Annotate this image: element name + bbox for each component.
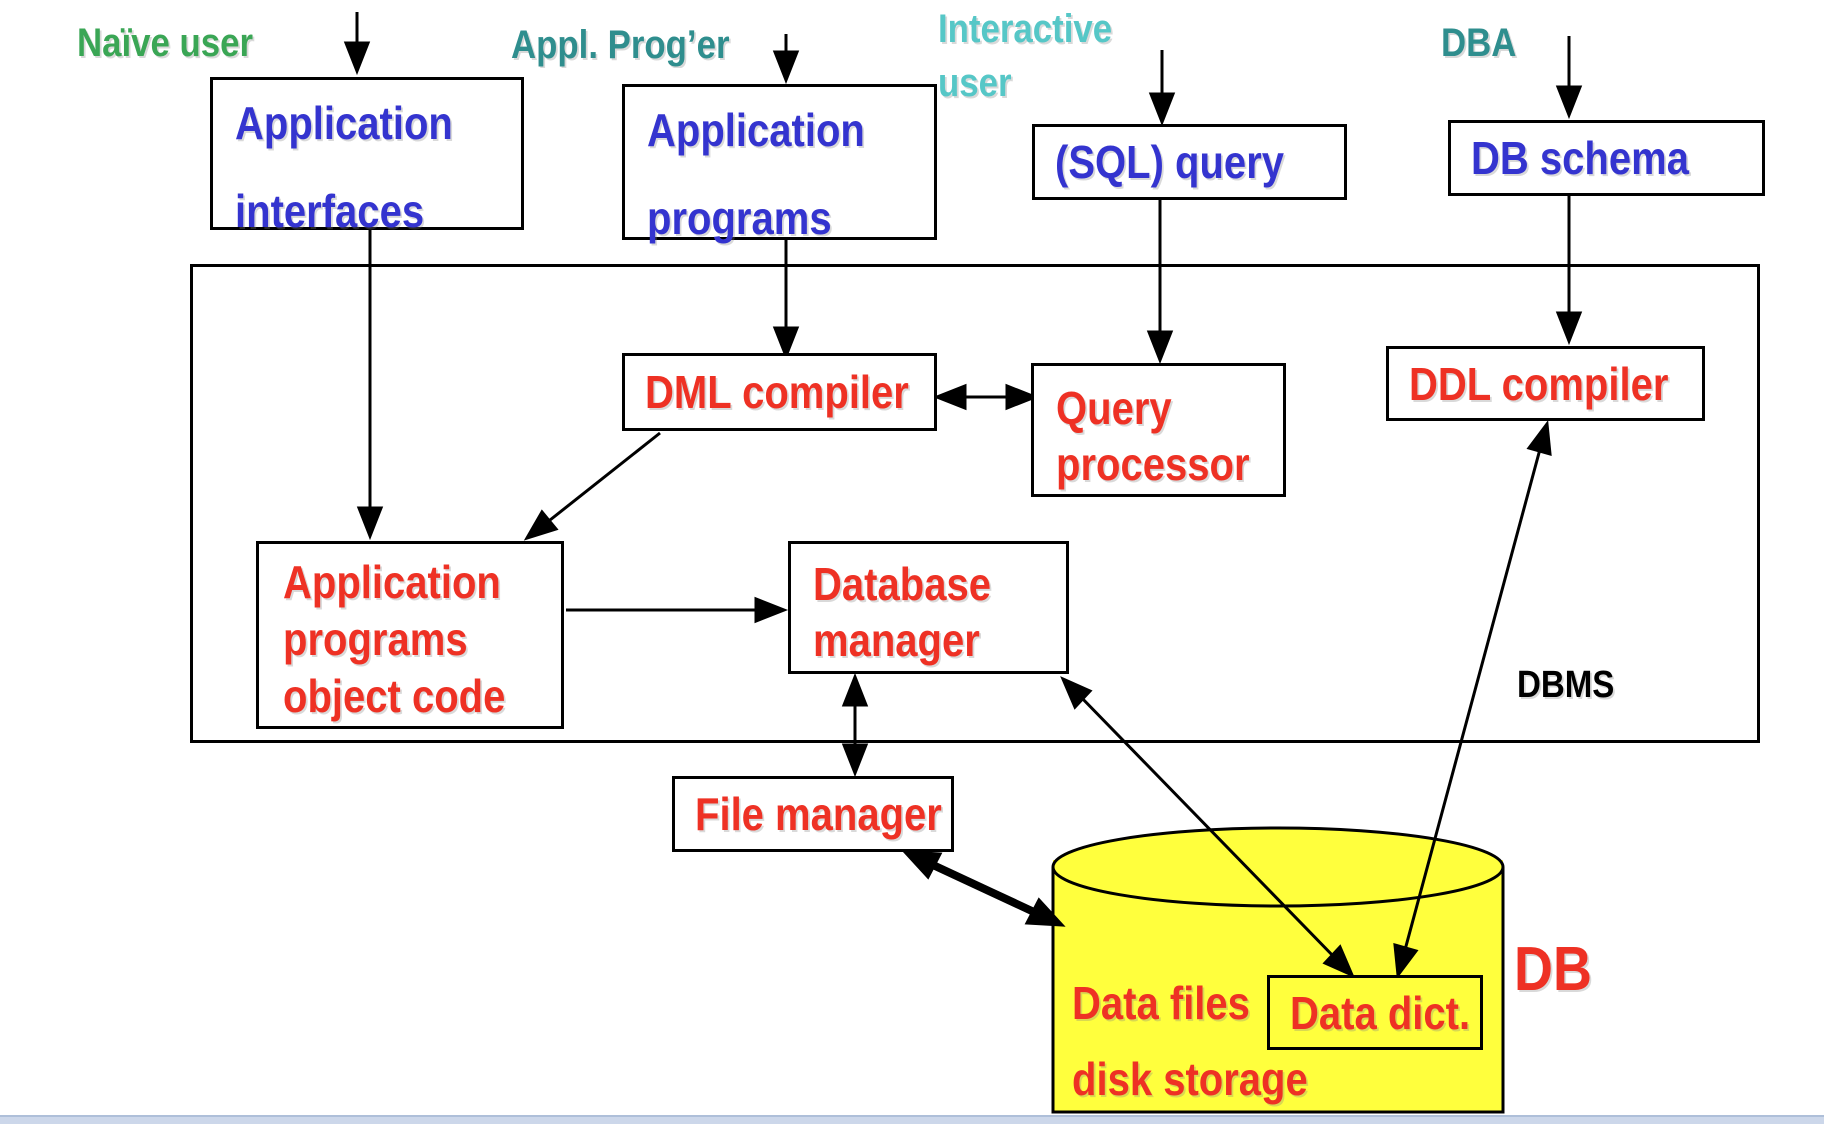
label-naive-user: Naïve user	[77, 21, 254, 65]
arrow-db-schema-to-ddl-compiler	[1555, 196, 1583, 346]
arrow-ddl-compiler-data-dict-bidirectional	[1393, 420, 1552, 979]
label-dbms: DBMS	[1517, 664, 1615, 706]
box-data-dict: Data dict.	[1267, 975, 1483, 1050]
arrow-app-programmer-to-application-programs	[772, 34, 800, 85]
arrow-database-manager-file-manager-bidirectional	[841, 672, 869, 778]
box-application-programs-object-code: Application programs object code	[256, 541, 564, 729]
arrow-dba-to-db-schema	[1555, 36, 1583, 120]
arrow-application-programs-to-dml-compiler	[772, 238, 800, 361]
box-application-programs: Application programs	[622, 84, 937, 244]
label-disk-storage: disk storage	[1072, 1053, 1308, 1105]
label-interactive-user: Interactive user	[938, 7, 1113, 105]
dbms-boundary-box	[190, 264, 1760, 743]
box-query-processor: Query processor	[1031, 363, 1286, 497]
arrow-dml-compiler-query-processor-bidirectional	[932, 383, 1040, 411]
arrow-sql-query-to-query-processor	[1146, 200, 1174, 365]
arrow-file-manager-disk-bidirectional-thick	[901, 850, 1066, 927]
box-db-schema: DB schema	[1448, 120, 1765, 196]
box-database-manager: Database manager	[788, 541, 1069, 674]
arrow-application-interfaces-to-object-code	[356, 230, 384, 541]
box-ddl-compiler: DDL compiler	[1386, 346, 1705, 421]
label-data-files: Data files	[1072, 977, 1250, 1029]
label-app-programmer: Appl. Prog’er	[511, 23, 730, 67]
label-dba: DBA	[1441, 21, 1517, 65]
slide-bottom-strip	[0, 1115, 1824, 1124]
arrow-interactive-user-to-sql-query	[1148, 50, 1176, 127]
box-sql-query: (SQL) query	[1032, 124, 1347, 200]
arrow-dml-compiler-to-object-code	[523, 431, 661, 541]
box-dml-compiler: DML compiler	[622, 353, 937, 431]
arrow-database-manager-data-dict-bidirectional	[1060, 676, 1355, 978]
box-file-manager: File manager	[672, 776, 954, 852]
arrow-object-code-to-database-manager	[566, 596, 789, 624]
arrow-naive-user-to-application-interfaces	[343, 12, 371, 76]
box-application-interfaces: Application interfaces	[210, 77, 524, 237]
label-db: DB	[1514, 935, 1592, 1004]
